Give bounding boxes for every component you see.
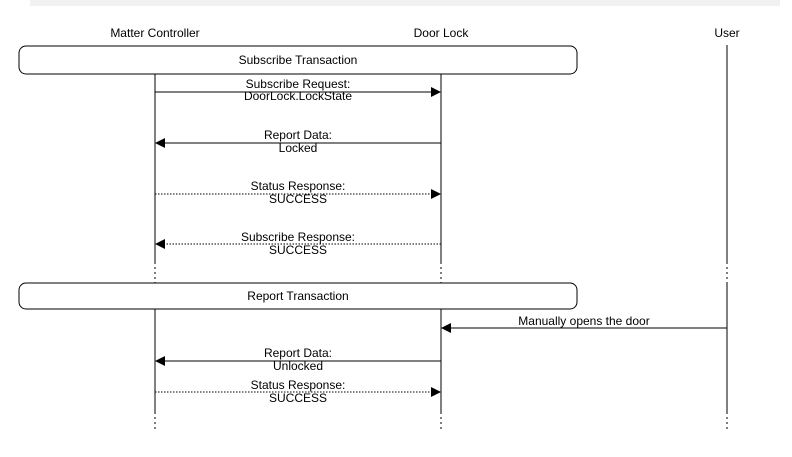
actor-label-user: User: [714, 26, 739, 40]
message-report-data-locked: Report Data: Locked: [155, 128, 441, 155]
report-transaction-box: Report Transaction: [18, 282, 578, 310]
message-subscribe-request-line1: Subscribe Request:: [246, 77, 351, 91]
message-status-response-2-line2: SUCCESS: [269, 391, 327, 405]
subscribe-transaction-label: Subscribe Transaction: [239, 53, 358, 67]
message-manually-opens-door-text: Manually opens the door: [518, 314, 649, 328]
message-report-data-locked-line2: Locked: [279, 141, 318, 155]
message-subscribe-request-line2: DoorLock.LockState: [244, 89, 352, 103]
message-subscribe-response-line2: SUCCESS: [269, 243, 327, 257]
message-subscribe-response: Subscribe Response: SUCCESS: [155, 230, 441, 257]
top-scroll-strip: [30, 0, 780, 6]
report-transaction-label: Report Transaction: [247, 289, 348, 303]
subscribe-transaction-box: Subscribe Transaction: [18, 45, 578, 75]
actor-label-controller: Matter Controller: [110, 26, 199, 40]
actor-label-door-lock: Door Lock: [414, 26, 470, 40]
message-status-response-2: Status Response: SUCCESS: [155, 378, 441, 405]
message-status-response-1: Status Response: SUCCESS: [155, 179, 441, 206]
message-report-data-locked-line1: Report Data:: [264, 128, 332, 142]
message-report-data-unlocked-line2: Unlocked: [273, 359, 323, 373]
message-status-response-2-line1: Status Response:: [251, 378, 346, 392]
message-report-data-unlocked-line1: Report Data:: [264, 346, 332, 360]
message-status-response-1-line2: SUCCESS: [269, 192, 327, 206]
message-manually-opens-door: Manually opens the door: [441, 314, 727, 333]
message-subscribe-response-line1: Subscribe Response:: [241, 230, 355, 244]
message-status-response-1-line1: Status Response:: [251, 179, 346, 193]
message-report-data-unlocked: Report Data: Unlocked: [155, 346, 441, 373]
message-subscribe-request: Subscribe Request: DoorLock.LockState: [155, 77, 441, 103]
